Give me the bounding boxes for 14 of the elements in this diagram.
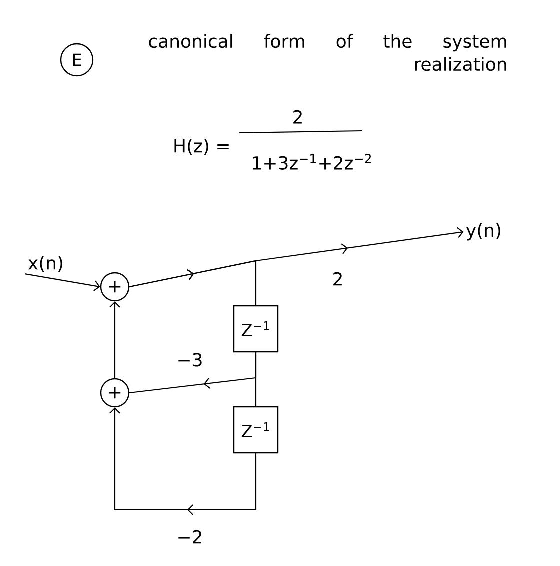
arrow [110, 302, 120, 379]
heading: canonical form of the system realization [149, 34, 506, 72]
delay-box: Z$^{−1}$ [233, 305, 279, 353]
denominator: 1+3z$^{−1}$+2z$^{−2}$ [253, 154, 372, 170]
numerator: 2 [294, 110, 302, 124]
equation-text: H(z) = [174, 139, 229, 156]
signal-label: y(n) [466, 223, 500, 241]
arrow [25, 274, 100, 292]
signal-label: x(n) [28, 256, 62, 272]
delay-box: Z$^{−1}$ [233, 406, 279, 454]
edge-label: 2 [330, 270, 346, 288]
arrow [110, 408, 257, 516]
edge-label: −2 [175, 528, 205, 546]
edge-label: −3 [175, 352, 205, 368]
